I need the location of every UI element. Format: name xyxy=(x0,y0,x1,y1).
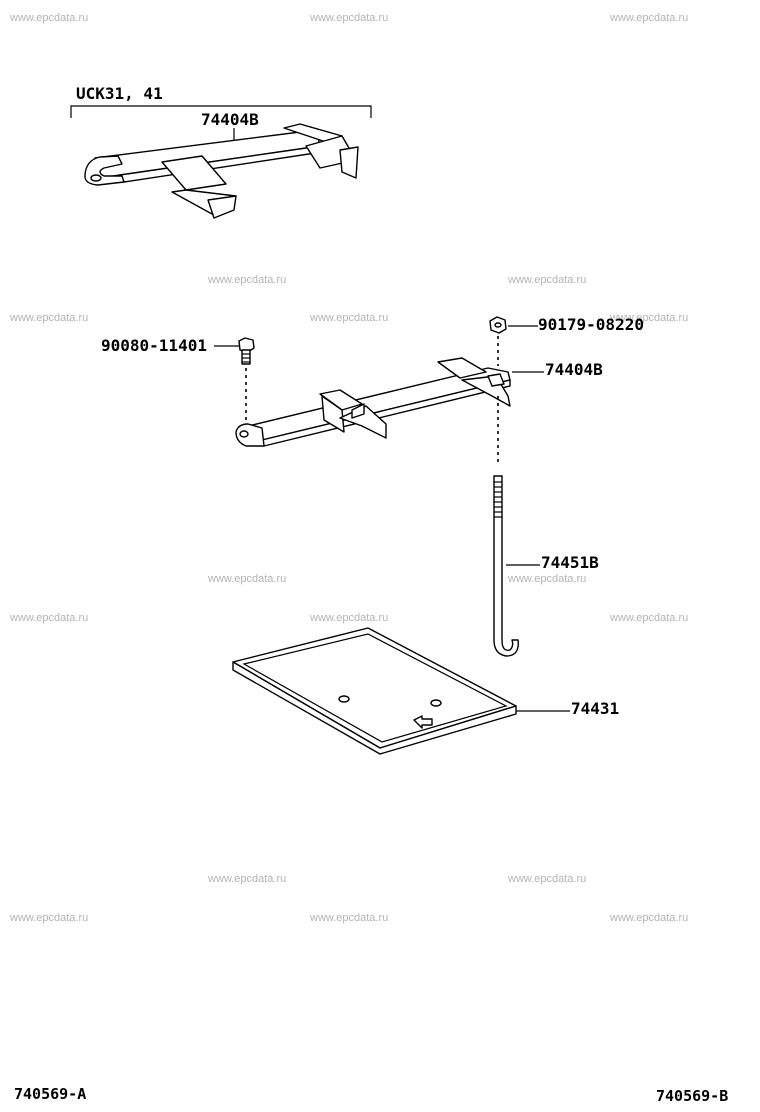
variant-group-label: UCK31, 41 xyxy=(76,84,163,103)
part-label-tray[interactable]: 74431 xyxy=(571,699,619,718)
watermark: www.epcdata.ru xyxy=(207,274,286,286)
watermark: www.epcdata.ru xyxy=(9,12,88,24)
watermark: www.epcdata.ru xyxy=(507,573,586,585)
watermark: www.epcdata.ru xyxy=(309,912,388,924)
bolt-drawing xyxy=(238,337,255,365)
figure-code-right: 740569-B xyxy=(656,1087,728,1105)
watermark: www.epcdata.ru xyxy=(9,312,88,324)
watermark: www.epcdata.ru xyxy=(507,274,586,286)
part-label-bracket-top[interactable]: 74404B xyxy=(201,110,259,129)
watermark: www.epcdata.ru xyxy=(507,873,586,885)
figure-code-left: 740569-A xyxy=(14,1085,86,1103)
watermark: www.epcdata.ru xyxy=(9,912,88,924)
bolt-group: 90080-11401 xyxy=(101,336,255,428)
tray-group: 74431 xyxy=(232,627,619,755)
nut-group: 90179-08220 xyxy=(489,315,644,366)
tray-drawing xyxy=(232,627,517,755)
bracket-main-group: 74404B xyxy=(235,357,603,462)
watermark: www.epcdata.ru xyxy=(207,573,286,585)
watermark: www.epcdata.ru xyxy=(309,312,388,324)
watermark: www.epcdata.ru xyxy=(609,12,688,24)
watermark: www.epcdata.ru xyxy=(609,612,688,624)
watermark: www.epcdata.ru xyxy=(9,612,88,624)
rod-drawing xyxy=(493,475,519,657)
part-label-rod[interactable]: 74451B xyxy=(541,553,599,572)
rod-group: 74451B xyxy=(493,475,599,657)
part-label-bolt[interactable]: 90080-11401 xyxy=(101,336,207,355)
variant-group-uck31-41: UCK31, 41 74404B xyxy=(70,84,372,219)
bracket-top-drawing xyxy=(84,123,359,219)
watermark: www.epcdata.ru xyxy=(609,912,688,924)
part-label-nut[interactable]: 90179-08220 xyxy=(538,315,644,334)
watermark: www.epcdata.ru xyxy=(609,312,688,324)
tray-hole xyxy=(338,695,350,703)
variant-group-bracket xyxy=(70,105,372,118)
watermark: www.epcdata.ru xyxy=(309,12,388,24)
bracket-main-drawing xyxy=(235,357,511,447)
tray-hole xyxy=(430,699,442,707)
front-arrow-icon xyxy=(413,715,433,729)
watermark-layer: www.epcdata.ru www.epcdata.ru www.epcdat… xyxy=(9,12,688,924)
part-label-bracket-main[interactable]: 74404B xyxy=(545,360,603,379)
watermark: www.epcdata.ru xyxy=(309,612,388,624)
watermark: www.epcdata.ru xyxy=(207,873,286,885)
